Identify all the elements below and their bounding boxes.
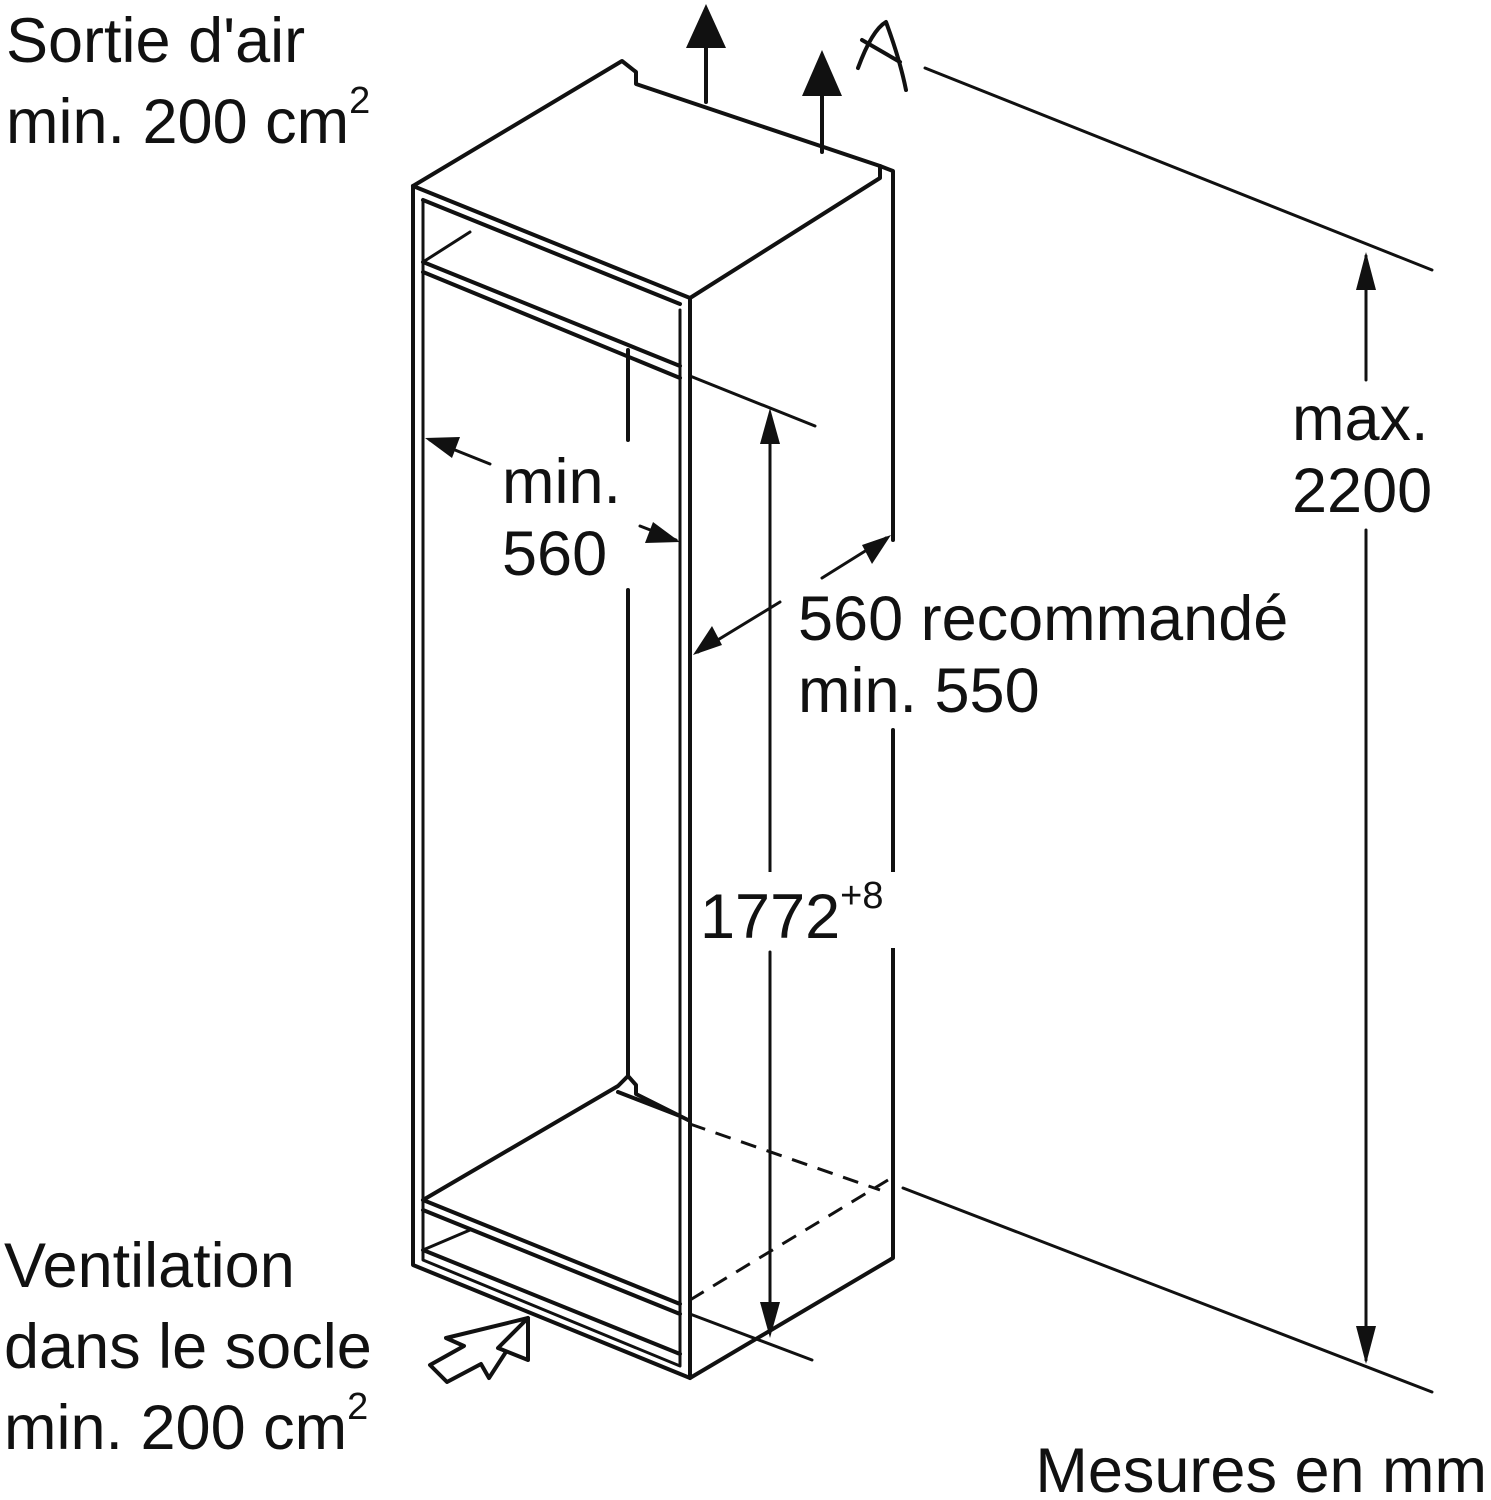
top-crossbar-front: [421, 198, 682, 380]
cabinet-top-right-edge: [688, 164, 882, 300]
units-note: Mesures en mm: [1035, 1436, 1487, 1500]
plinth-ventilation-label-line1: Ventilation: [4, 1231, 295, 1301]
dimension-niche-width: [425, 437, 680, 543]
left-panel-inner: [421, 198, 682, 1368]
niche-depth-label-line2: min. 550: [798, 656, 1040, 726]
extension-line-bottom: [688, 1312, 814, 1362]
bottom-crossbar-inner-edge: [421, 1228, 472, 1252]
arrow-up-icon: [686, 4, 726, 104]
bottom-shelf: [421, 1074, 690, 1202]
niche-width-label-line1: min.: [502, 447, 621, 517]
cabinet-top-face: [411, 59, 895, 542]
plinth-ventilation-label-line2: dans le socle: [4, 1312, 372, 1382]
cabinet-drawing: [411, 59, 895, 1380]
dimension-max-height: [901, 66, 1434, 1394]
left-panel-outer: [411, 184, 692, 1380]
extension-line-top: [688, 374, 817, 428]
extension-line-top: [923, 66, 1434, 272]
dimension-niche-depth: [693, 535, 891, 655]
arrow-up-icon: [802, 50, 842, 154]
dimension-niche-height: [688, 374, 817, 1362]
hidden-line-1: [689, 1122, 881, 1192]
top-crossbar-inner-edge: [421, 230, 472, 264]
bottom-crossbar-front: [421, 1198, 682, 1356]
hollow-arrow-icon: [428, 1316, 530, 1384]
extension-line-bottom: [901, 1186, 1434, 1394]
air-outlet-label-line1: Sortie d'air: [6, 6, 305, 76]
max-height-label-line1: max.: [1292, 384, 1429, 454]
cabinet-top-front-edge: [411, 184, 692, 300]
air-outlet-label-line2: min. 200 cm2: [6, 80, 370, 157]
niche-width-label-line2: 560: [502, 519, 607, 589]
plinth-ventilation-label-line3: min. 200 cm2: [4, 1386, 368, 1463]
max-height-label-line2: 2200: [1292, 456, 1432, 526]
hidden-line-2: [689, 1178, 889, 1302]
niche-depth-label-line1: 560 recommandé: [798, 584, 1288, 654]
break-symbol-icon: [856, 20, 908, 92]
niche-height-label: 1772+8: [700, 875, 883, 952]
